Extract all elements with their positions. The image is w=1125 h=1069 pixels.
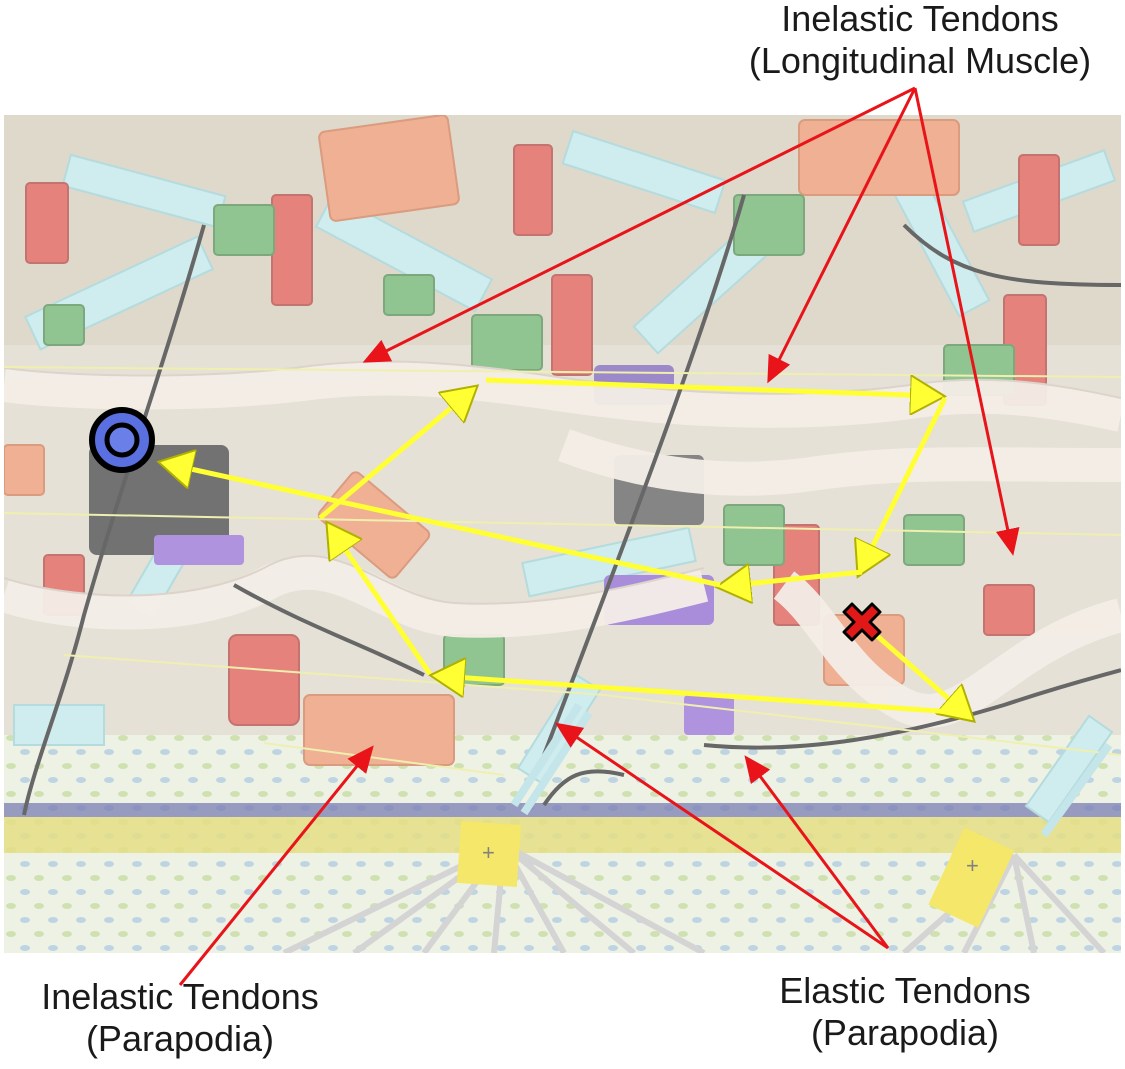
label-elastic-parapodia: Elastic Tendons (Parapodia) [745,970,1065,1054]
svg-text:+: + [482,840,495,865]
label-line-2: (Longitudinal Muscle) [748,40,1092,81]
label-line-1: Inelastic Tendons [41,976,319,1017]
robot-photo: + + [4,115,1121,953]
label-inelastic-parapodia: Inelastic Tendons (Parapodia) [10,976,350,1060]
label-line-2: (Parapodia) [85,1018,275,1059]
svg-text:+: + [966,853,979,878]
label-inelastic-longitudinal: Inelastic Tendons (Longitudinal Muscle) [720,0,1120,82]
label-line-2: (Parapodia) [810,1012,1000,1053]
label-line-1: Inelastic Tendons [781,0,1059,39]
label-line-1: Elastic Tendons [779,970,1031,1011]
